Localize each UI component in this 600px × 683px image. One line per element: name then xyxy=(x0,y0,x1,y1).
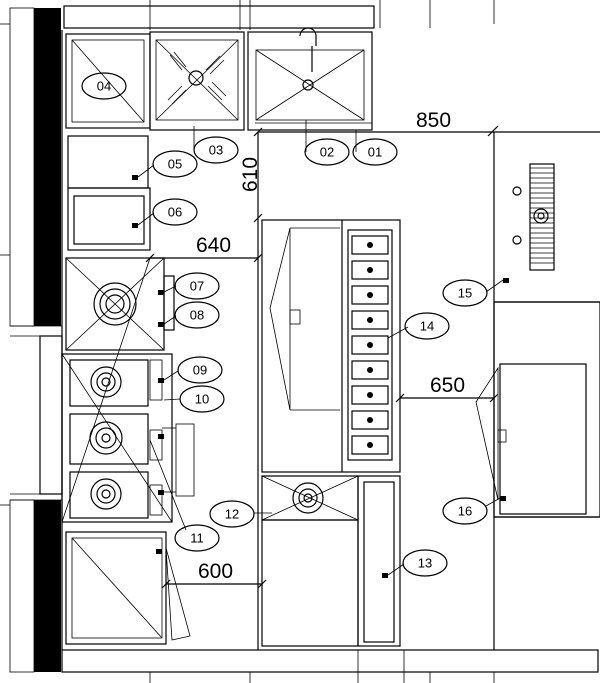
drawer-knob xyxy=(367,442,373,448)
label-03: 03 xyxy=(193,126,239,164)
drawer xyxy=(351,385,389,405)
label-05-text: 05 xyxy=(168,156,182,171)
burner-top xyxy=(69,359,149,407)
drawer xyxy=(351,410,389,430)
drawer-knob xyxy=(367,342,373,348)
label-14: 14 xyxy=(387,312,450,340)
drawer-knob xyxy=(367,392,373,398)
label-11-text: 11 xyxy=(190,530,204,545)
label-15-text: 15 xyxy=(458,285,472,300)
equipment-15-grille xyxy=(503,163,555,283)
label-13: 13 xyxy=(387,549,448,577)
label-15: 15 xyxy=(442,279,504,307)
dim-650: 650 xyxy=(395,374,499,403)
label-09-text: 09 xyxy=(193,362,207,377)
dimensions: 850 610 640 650 600 xyxy=(145,109,499,589)
equipment-16-pass-counter xyxy=(475,301,600,518)
left-wall-core xyxy=(34,8,61,326)
label-01-text: 01 xyxy=(368,144,382,159)
label-03-text: 03 xyxy=(209,142,223,157)
dim-850-text: 850 xyxy=(416,109,451,132)
drawer-knob xyxy=(367,267,373,273)
label-14-text: 14 xyxy=(420,318,434,333)
dim-600: 600 xyxy=(161,560,267,589)
label-02-text: 02 xyxy=(320,144,334,159)
equipment-06-grid-rack xyxy=(67,187,151,251)
drawer xyxy=(351,285,389,305)
burner-bottom xyxy=(69,471,149,519)
dim-600-text: 600 xyxy=(198,560,233,583)
equipment-09-10-11-range xyxy=(61,257,195,523)
drawer-knob xyxy=(367,242,373,248)
dim-640: 640 xyxy=(145,234,263,263)
walls xyxy=(9,5,599,673)
label-08-text: 08 xyxy=(190,307,204,322)
equipment-14-drawer-unit xyxy=(261,219,401,473)
label-12: 12 xyxy=(209,500,272,528)
label-07: 07 xyxy=(163,272,220,300)
left-wall-opening xyxy=(39,335,63,495)
label-02: 02 xyxy=(304,120,350,166)
equipment-13-cold-table xyxy=(357,475,401,647)
drawer xyxy=(351,260,389,280)
label-16-text: 16 xyxy=(458,503,472,518)
label-16: 16 xyxy=(442,497,501,525)
drawer-knob xyxy=(367,317,373,323)
label-04-text: 04 xyxy=(97,78,111,93)
equipment-02-sink xyxy=(247,27,373,131)
drawer-knob xyxy=(367,367,373,373)
bottom-left-cabinet xyxy=(65,531,191,645)
dim-610-text: 610 xyxy=(239,157,262,192)
label-05: 05 xyxy=(137,150,198,178)
label-13-text: 13 xyxy=(418,555,432,570)
label-09: 09 xyxy=(163,356,223,384)
dim-640-text: 640 xyxy=(196,234,231,257)
axis-lines xyxy=(0,0,495,683)
label-07-text: 07 xyxy=(190,278,204,293)
label-06: 06 xyxy=(137,198,198,226)
label-08: 08 xyxy=(163,301,220,329)
bottom-wall xyxy=(61,649,599,673)
equipment-labels: 01 02 03 04 05 06 07 xyxy=(81,72,504,577)
label-10-text: 10 xyxy=(195,391,209,406)
label-06-text: 06 xyxy=(168,204,182,219)
equipment-07-08-stockpot xyxy=(65,257,175,351)
drawer xyxy=(351,335,389,355)
drawer xyxy=(351,360,389,380)
drawer xyxy=(351,310,389,330)
label-10: 10 xyxy=(163,385,225,413)
left-wall-insulation-lower xyxy=(9,499,35,673)
burner-middle xyxy=(69,413,149,465)
equipment-03-dish-rack xyxy=(149,31,245,131)
drawer xyxy=(351,235,389,255)
label-11: 11 xyxy=(149,439,220,552)
equipment-12-wok-station xyxy=(261,475,359,647)
equipment-05-worktable xyxy=(67,135,149,189)
drawer-knob xyxy=(367,292,373,298)
label-12-text: 12 xyxy=(225,506,239,521)
drawer xyxy=(351,435,389,455)
top-wall xyxy=(63,5,375,29)
left-wall-insulation xyxy=(9,7,35,327)
left-wall-core-lower xyxy=(34,500,61,672)
dim-850: 850 xyxy=(416,109,499,137)
dim-650-text: 650 xyxy=(430,374,465,397)
label-01: 01 xyxy=(352,130,398,166)
drawer-knob xyxy=(367,417,373,423)
label-04: 04 xyxy=(81,72,127,100)
dim-610: 610 xyxy=(239,127,263,223)
